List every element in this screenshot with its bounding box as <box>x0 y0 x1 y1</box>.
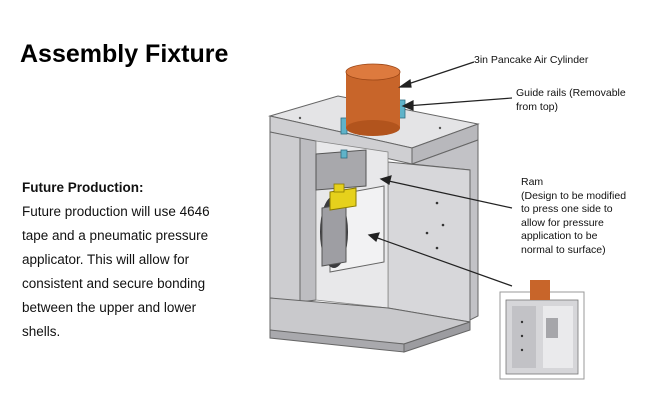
future-production-line: shells. <box>22 324 61 339</box>
callout-line: allow for pressure <box>521 216 604 229</box>
air-cylinder <box>345 63 401 136</box>
callout-arrows <box>367 61 513 287</box>
future-production-line: applicator. This will allow for <box>22 252 190 267</box>
callout-line: (Design to be modified <box>521 189 627 202</box>
slide-title: Assembly Fixture <box>20 40 229 68</box>
callout-line: normal to surface) <box>521 243 606 256</box>
ram-assembly <box>315 149 385 273</box>
callout-ram: Ram (Design to be modified to press one … <box>521 176 649 257</box>
callout-line: from top) <box>516 100 559 113</box>
callout-guide-rails: Guide rails (Removable from top) <box>516 87 656 114</box>
future-production-text: Future Production: Future production wil… <box>22 176 237 344</box>
callout-line: to press one side to <box>521 203 613 215</box>
future-production-heading: Future Production: <box>22 180 144 195</box>
callout-line: application to be <box>521 230 598 242</box>
future-production-line: Future production will use 4646 <box>22 204 210 219</box>
future-production-line: tape and a pneumatic pressure <box>22 228 209 243</box>
callout-line: Ram <box>521 176 544 188</box>
inset-view <box>499 280 585 380</box>
callout-cylinder: 3in Pancake Air Cylinder <box>474 54 589 66</box>
future-production-line: between the upper and lower <box>22 300 197 315</box>
future-production-line: consistent and secure bonding <box>22 276 206 291</box>
callout-line: Guide rails (Removable <box>516 87 626 99</box>
